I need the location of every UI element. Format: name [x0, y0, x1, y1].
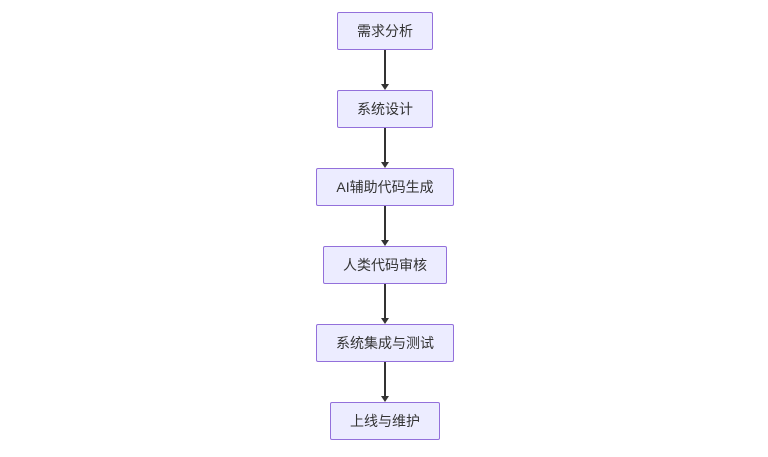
arrow-line [384, 128, 386, 162]
flowchart-node-label: AI辅助代码生成 [336, 179, 434, 195]
flowchart-node: 需求分析 [337, 12, 433, 50]
flowchart: 需求分析 系统设计 AI辅助代码生成 人类代码审核 系统集成与测试 上线与维护 [316, 12, 454, 440]
arrowhead-down-icon [381, 162, 389, 168]
flowchart-node: 系统集成与测试 [316, 324, 454, 362]
flowchart-node-label: 系统设计 [357, 101, 413, 117]
arrow-line [384, 362, 386, 396]
arrowhead-down-icon [381, 318, 389, 324]
arrowhead-down-icon [381, 240, 389, 246]
flowchart-node-label: 上线与维护 [350, 413, 420, 429]
flowchart-node-label: 人类代码审核 [343, 257, 427, 273]
flowchart-node-label: 系统集成与测试 [336, 335, 434, 351]
flow-arrow [380, 362, 390, 402]
flow-arrow [380, 50, 390, 90]
arrow-line [384, 284, 386, 318]
arrowhead-down-icon [381, 396, 389, 402]
flowchart-node: 系统设计 [337, 90, 433, 128]
flowchart-node: 上线与维护 [330, 402, 440, 440]
flow-arrow [380, 206, 390, 246]
flowchart-node: 人类代码审核 [323, 246, 447, 284]
flowchart-node-label: 需求分析 [357, 23, 413, 39]
flow-arrow [380, 284, 390, 324]
flow-arrow [380, 128, 390, 168]
arrow-line [384, 50, 386, 84]
arrow-line [384, 206, 386, 240]
arrowhead-down-icon [381, 84, 389, 90]
flowchart-node: AI辅助代码生成 [316, 168, 454, 206]
